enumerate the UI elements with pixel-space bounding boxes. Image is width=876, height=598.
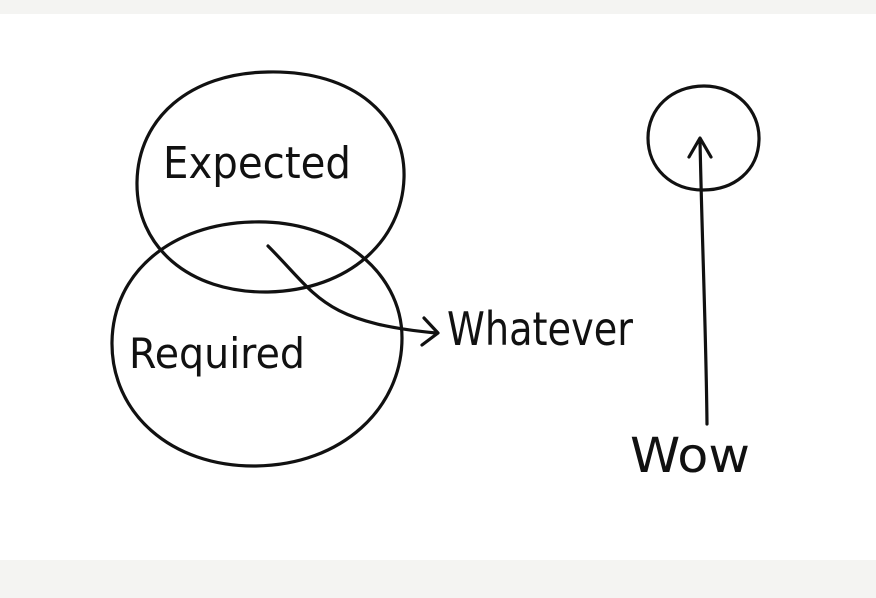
expected-label: Expected [163,138,351,189]
wow-label: Wow [630,428,750,484]
wow-arrowhead [687,136,713,159]
paper-sheet [0,14,876,560]
whatever-label: Whatever [447,302,633,356]
required-circle [110,220,404,468]
expected-circle [135,70,406,294]
required-label: Required [129,329,305,378]
wow-circle [646,84,761,192]
overlap-arrow-line [266,244,438,335]
wow-arrow-line [698,138,709,426]
overlap-arrowhead [420,316,440,347]
